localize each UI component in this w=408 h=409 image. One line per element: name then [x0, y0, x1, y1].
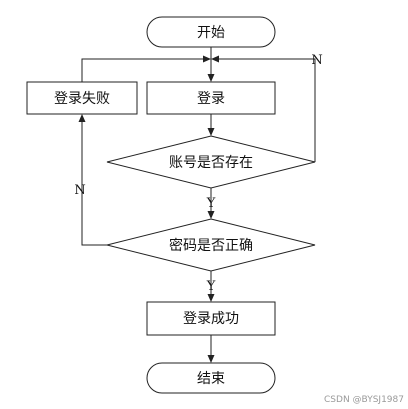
arrow-account-no-loop — [211, 55, 219, 63]
account-check-label: 账号是否存在 — [169, 155, 253, 171]
label-account-no: N — [311, 53, 322, 68]
arrow-start-to-login — [207, 74, 215, 82]
login-node: 登录 — [146, 81, 276, 115]
end-label: 结束 — [197, 371, 225, 387]
arrow-password-yes — [207, 294, 215, 302]
edge-failed-to-login — [81, 58, 205, 82]
login-success-label: 登录成功 — [183, 311, 239, 327]
edge-password-no — [81, 120, 107, 246]
start-label: 开始 — [197, 25, 225, 41]
arrow-login-to-account-check — [207, 128, 215, 136]
account-check-node: 账号是否存在 — [106, 135, 316, 189]
label-account-yes: Y — [206, 196, 216, 211]
arrow-password-no — [78, 114, 86, 122]
password-check-label: 密码是否正确 — [169, 237, 253, 254]
arrow-failed-to-login — [203, 55, 211, 63]
end-node: 结束 — [146, 362, 276, 394]
password-check-node: 密码是否正确 — [106, 218, 316, 272]
edge-account-no-loop — [217, 58, 316, 162]
arrow-success-to-end — [207, 355, 215, 363]
login-success-node: 登录成功 — [146, 301, 276, 336]
label-password-yes: Y — [206, 279, 216, 294]
login-label: 登录 — [197, 91, 225, 107]
login-failed-label: 登录失败 — [54, 91, 110, 107]
start-node: 开始 — [146, 16, 276, 48]
label-password-no: N — [74, 183, 85, 198]
arrow-account-yes — [207, 211, 215, 219]
login-failed-node: 登录失败 — [26, 81, 138, 115]
watermark: CSDN @BYSJ1987 — [324, 395, 404, 405]
